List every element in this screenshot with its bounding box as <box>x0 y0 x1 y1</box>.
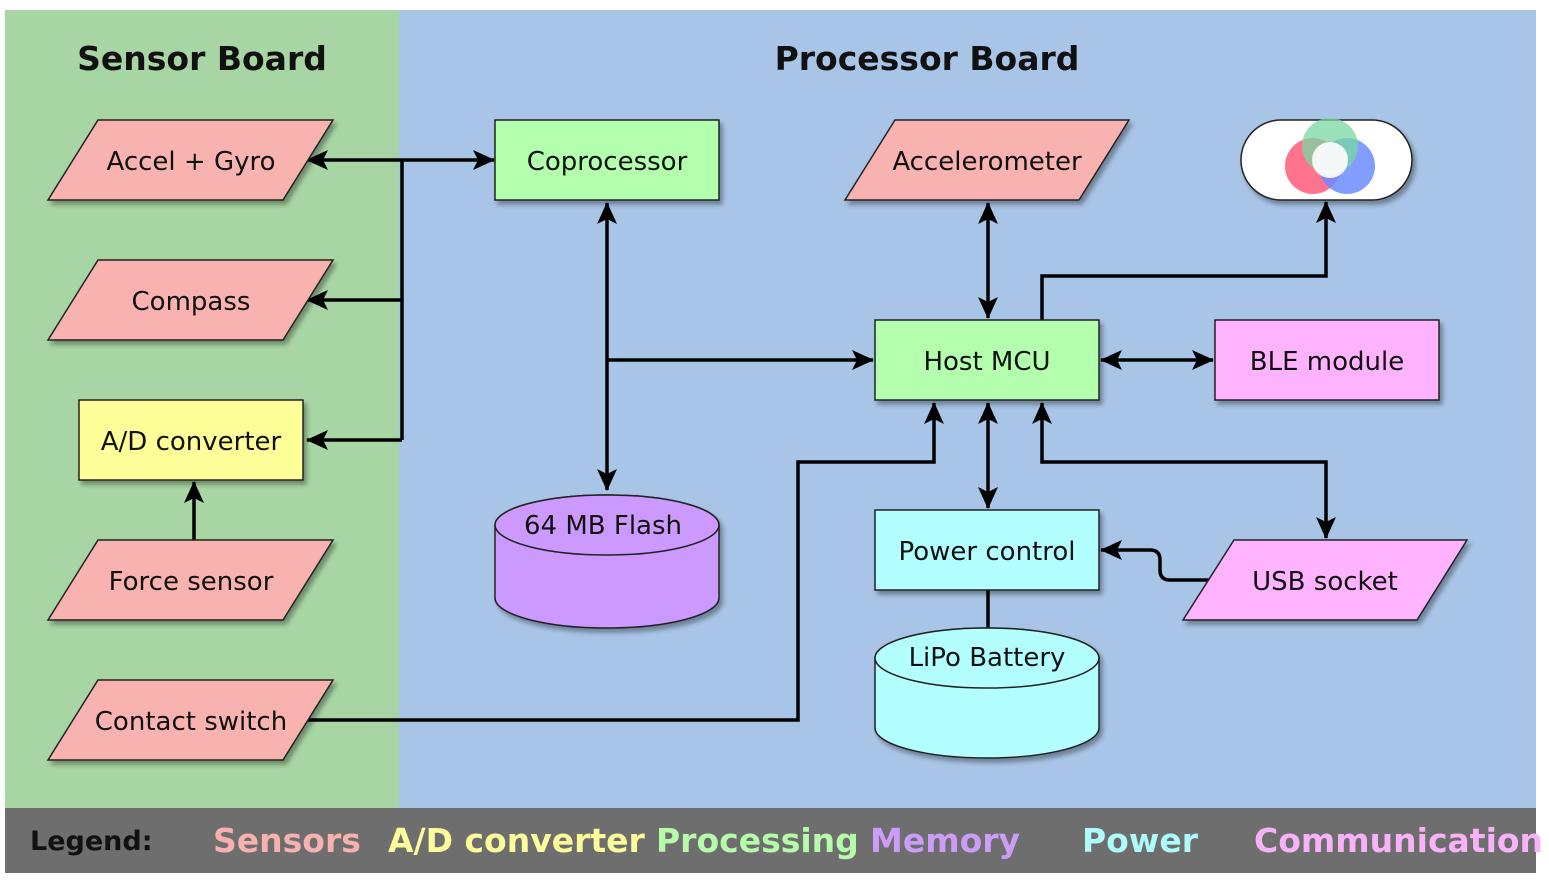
power-control-label: Power control <box>899 537 1076 567</box>
legend-item-memory: Memory <box>870 821 1020 860</box>
legend-item-processing: Processing <box>656 821 859 860</box>
wire-hostmcu-led <box>1040 201 1336 320</box>
ad-converter-shape <box>78 399 304 481</box>
legend-bar <box>5 808 1536 873</box>
force-sensor-shape <box>46 539 335 621</box>
legend-item-ad-converter: A/D converter <box>388 821 646 860</box>
contact-switch-node <box>46 679 335 761</box>
force-sensor-label: Force sensor <box>109 567 274 597</box>
force-sensor-node <box>46 539 335 621</box>
usb-socket-label: USB socket <box>1252 567 1398 597</box>
accel-gyro-node <box>46 119 335 201</box>
accelerometer-node <box>843 119 1131 201</box>
ble-module-label: BLE module <box>1250 347 1404 377</box>
ad-converter-label: A/D converter <box>101 427 282 457</box>
host-mcu-node <box>874 319 1100 401</box>
wire-hostmcu-usb <box>1032 402 1336 539</box>
usb-socket-node <box>1181 539 1469 621</box>
contact-switch-label: Contact switch <box>95 707 287 737</box>
lipo-battery-cylinder-top <box>874 627 1100 689</box>
compass-label: Compass <box>132 287 251 317</box>
host-mcu-label: Host MCU <box>923 347 1050 377</box>
ad-converter-node <box>78 399 304 481</box>
coprocessor-label: Coprocessor <box>527 147 688 177</box>
rgb-led-icon <box>1285 118 1375 194</box>
coprocessor-node <box>494 119 720 201</box>
legend-item-power: Power <box>1082 821 1199 860</box>
ble-module-node <box>1214 319 1440 401</box>
wire-usb-power <box>1100 540 1210 582</box>
legend-heading: Legend: <box>30 826 153 857</box>
power-control-shape <box>874 509 1100 591</box>
flash-cylinder-top <box>494 494 720 556</box>
contact-switch-shape <box>46 679 335 761</box>
flash-label: 64 MB Flash <box>524 511 682 541</box>
sensor-board-title: Sensor Board <box>77 39 327 78</box>
wire-contact-hostmcu <box>307 402 944 722</box>
accelerometer-shape <box>843 119 1131 201</box>
accelerometer-label: Accelerometer <box>892 147 1082 177</box>
coprocessor-shape <box>494 119 720 201</box>
host-mcu-shape <box>874 319 1100 401</box>
compass-shape <box>46 259 335 341</box>
connections <box>184 150 1336 722</box>
accel-gyro-label: Accel + Gyro <box>106 147 275 177</box>
processor-board-title: Processor Board <box>775 39 1080 78</box>
led-center-glow <box>1312 142 1348 178</box>
usb-socket-shape <box>1181 539 1469 621</box>
lipo-battery-label: LiPo Battery <box>909 643 1066 673</box>
legend-item-sensors: Sensors <box>213 821 361 860</box>
compass-node <box>46 259 335 341</box>
lipo-battery-node <box>874 627 1100 759</box>
legend-item-communication: Communication <box>1254 821 1543 860</box>
ble-module-shape <box>1214 319 1440 401</box>
accel-gyro-shape <box>46 119 335 201</box>
flash-node <box>494 494 720 629</box>
power-control-node <box>874 509 1100 591</box>
